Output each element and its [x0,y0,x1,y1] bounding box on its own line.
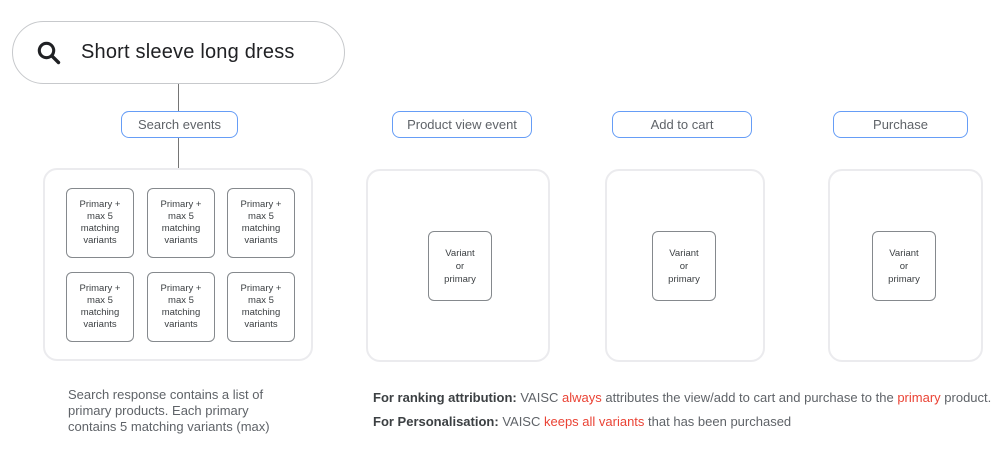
event-label-add-to-cart[interactable]: Add to cart [612,111,752,138]
primary-variants-box: Primary + max 5 matching variants [147,188,215,258]
ranking-note-highlight-always: always [562,390,602,405]
connector-line-bottom [178,137,179,169]
add-to-cart-container: Variant or primary [605,169,765,362]
ranking-attribution-note: For ranking attribution: VAISC always at… [373,390,993,405]
primary-variants-box: Primary + max 5 matching variants [147,272,215,342]
search-bar[interactable]: Short sleeve long dress [12,21,345,84]
ranking-note-heading: For ranking attribution: [373,390,517,405]
primary-variants-box: Primary + max 5 matching variants [227,188,295,258]
search-icon [37,41,61,64]
ranking-note-text: product. [940,390,992,405]
personalisation-note-heading: For Personalisation: [373,414,499,429]
ranking-note-highlight-primary: primary [897,390,941,405]
event-label-product-view[interactable]: Product view event [392,111,532,138]
primary-variants-box: Primary + max 5 matching variants [66,272,134,342]
event-label-search-events[interactable]: Search events [121,111,238,138]
personalisation-note-text: VAISC [498,414,544,429]
variant-or-primary-box: Variant or primary [652,231,716,301]
primary-variants-box: Primary + max 5 matching variants [227,272,295,342]
personalisation-note-highlight: keeps all variants [543,414,645,429]
event-label-purchase[interactable]: Purchase [833,111,968,138]
connector-line-top [178,84,179,112]
product-view-container: Variant or primary [366,169,550,362]
ranking-note-text: attributes the view/add to cart and purc… [601,390,898,405]
ranking-note-text: VAISC [516,390,562,405]
search-query-text: Short sleeve long dress [81,41,295,63]
search-events-container: Primary + max 5 matching variants Primar… [43,168,313,361]
variant-or-primary-box: Variant or primary [428,231,492,301]
personalisation-note: For Personalisation: VAISC keeps all var… [373,414,993,429]
search-response-note: Search response contains a list of prima… [68,387,270,434]
primary-variants-box: Primary + max 5 matching variants [66,188,134,258]
personalisation-note-text: that has been purchased [644,414,792,429]
variant-or-primary-box: Variant or primary [872,231,936,301]
purchase-container: Variant or primary [828,169,983,362]
attribution-notes: For ranking attribution: VAISC always at… [373,390,993,438]
